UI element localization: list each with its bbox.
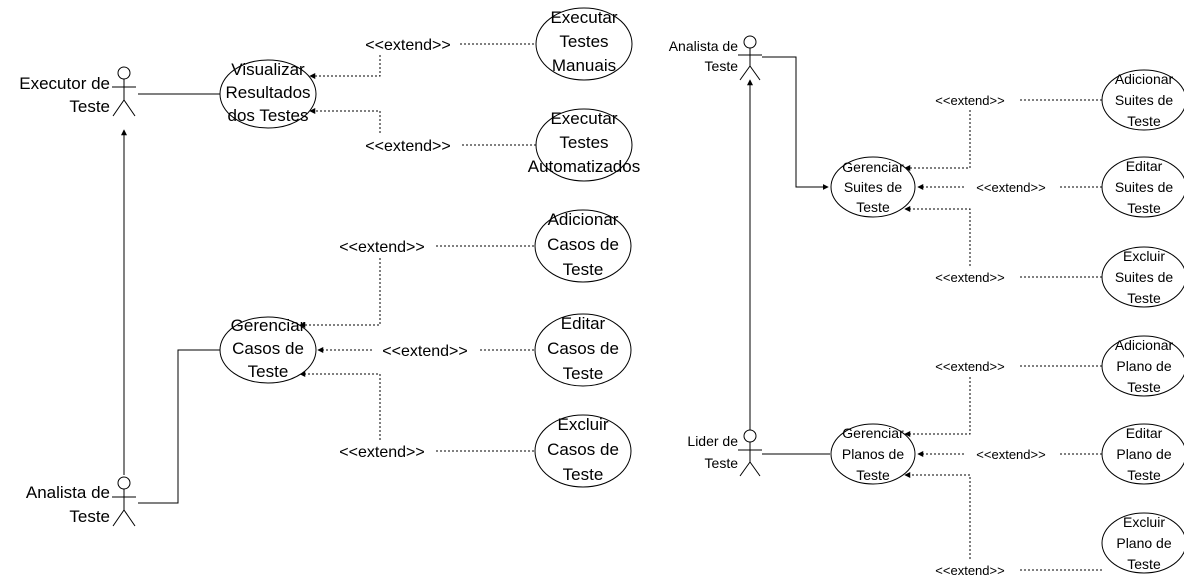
svg-text:Teste: Teste [563,364,604,383]
extend-label: <<extend>> [935,563,1004,575]
extend-label: <<extend>> [339,444,424,461]
extend-label: <<extend>> [976,180,1045,195]
svg-text:Editar: Editar [1126,425,1163,441]
svg-text:Teste: Teste [563,465,604,484]
svg-text:Executar: Executar [550,8,617,27]
svg-text:Casos de: Casos de [547,235,619,254]
svg-text:dos Testes: dos Testes [228,106,309,125]
actor-executor-label-1: Executor de [19,74,110,93]
svg-text:Suites de: Suites de [1115,269,1174,285]
svg-text:Plano de: Plano de [1116,446,1171,462]
svg-text:Excluir: Excluir [1123,248,1165,264]
svg-text:Testes: Testes [559,32,608,51]
svg-text:Teste: Teste [248,362,289,381]
actor-lider-label-1: Lider de [687,433,738,449]
actor-analista-right: Analista de Teste [669,35,762,81]
svg-text:Gerenciar: Gerenciar [842,425,904,441]
actor-lider: Lider de Teste [687,429,762,477]
extend-line [309,108,381,133]
extend-label: <<extend>> [365,138,450,155]
extend-line [299,258,381,328]
svg-text:Suites de: Suites de [1115,179,1174,195]
actor-analista-right-label-1: Analista de [669,38,738,54]
actor-figure-icon [738,35,762,81]
actor-executor-label-2: Teste [69,97,110,116]
svg-text:Teste: Teste [1127,556,1161,572]
extend-label: <<extend>> [976,447,1045,462]
svg-text:Casos de: Casos de [547,339,619,358]
actor-analista-left: Analista de Teste [26,476,136,527]
svg-text:Excluir: Excluir [1123,514,1165,530]
usecase-visualizar-resultados: Visualizar Resultados dos Testes [219,59,317,129]
association-analista-gersuites [762,56,829,190]
extend-label: <<extend>> [382,343,467,360]
extend-line [904,377,971,437]
svg-text:Teste: Teste [856,199,890,215]
usecase-editar-plano: Editar Plano de Teste [1101,423,1184,485]
svg-text:Adicionar: Adicionar [548,210,619,229]
svg-text:Teste: Teste [1127,467,1161,483]
svg-text:Gerenciar: Gerenciar [231,316,306,335]
usecase-excluir-suites: Excluir Suites de Teste [1101,246,1184,308]
usecase-adicionar-plano: Adicionar Plano de Teste [1101,335,1184,397]
actor-analista-left-label-1: Analista de [26,483,110,502]
usecase-gerenciar-planos: Gerenciar Planos de Teste [830,423,916,485]
actor-analista-right-label-2: Teste [705,58,739,74]
svg-text:Editar: Editar [561,314,606,333]
actor-figure-icon [112,476,136,527]
svg-text:Excluir: Excluir [557,415,608,434]
svg-text:Resultados: Resultados [225,83,310,102]
actor-analista-left-label-2: Teste [69,507,110,526]
svg-text:Planos de: Planos de [842,446,904,462]
extend-label: <<extend>> [339,239,424,256]
usecase-editar-suites: Editar Suites de Teste [1101,156,1184,218]
extend-label: <<extend>> [365,37,450,54]
svg-text:Teste: Teste [563,260,604,279]
svg-text:Plano de: Plano de [1116,535,1171,551]
svg-text:Gerenciar: Gerenciar [842,159,904,175]
svg-text:Suites de: Suites de [844,179,903,195]
extend-line [299,371,381,440]
actor-figure-icon [112,66,136,117]
svg-text:Teste: Teste [1127,200,1161,216]
svg-text:Manuais: Manuais [552,56,616,75]
svg-text:Teste: Teste [1127,290,1161,306]
association-analista-gercasos [138,349,222,504]
usecase-adicionar-casos: Adicionar Casos de Teste [534,209,632,283]
svg-text:Plano de: Plano de [1116,358,1171,374]
svg-text:Adicionar: Adicionar [1115,71,1174,87]
svg-text:Casos de: Casos de [547,440,619,459]
extend-line [904,206,971,266]
svg-text:Editar: Editar [1126,158,1163,174]
svg-text:Executar: Executar [550,109,617,128]
svg-text:Visualizar: Visualizar [231,60,305,79]
actor-lider-label-2: Teste [705,455,739,471]
usecase-editar-casos: Editar Casos de Teste [534,313,632,387]
extend-label: <<extend>> [935,359,1004,374]
usecase-gerenciar-suites: Gerenciar Suites de Teste [830,156,916,218]
svg-text:Automatizados: Automatizados [528,157,640,176]
usecase-excluir-casos: Excluir Casos de Teste [534,414,632,488]
svg-text:Teste: Teste [1127,379,1161,395]
extend-label: <<extend>> [935,270,1004,285]
usecase-executar-testes-manuais: Executar Testes Manuais [535,7,633,81]
extend-line [904,110,971,171]
usecase-adicionar-suites: Adicionar Suites de Teste [1101,69,1184,131]
actor-executor: Executor de Teste [19,66,136,117]
usecase-gerenciar-casos: Gerenciar Casos de Teste [219,316,317,384]
usecase-executar-testes-automatizados: Executar Testes Automatizados [528,108,640,182]
extend-line [904,472,971,559]
svg-text:Adicionar: Adicionar [1115,337,1174,353]
svg-text:Suites de: Suites de [1115,92,1174,108]
svg-text:Teste: Teste [856,467,890,483]
extend-line [309,55,381,79]
svg-text:Teste: Teste [1127,113,1161,129]
usecase-excluir-plano: Excluir Plano de Teste [1101,512,1184,574]
actor-figure-icon [738,429,762,477]
svg-text:Testes: Testes [559,133,608,152]
extend-label: <<extend>> [935,93,1004,108]
svg-text:Casos de: Casos de [232,339,304,358]
